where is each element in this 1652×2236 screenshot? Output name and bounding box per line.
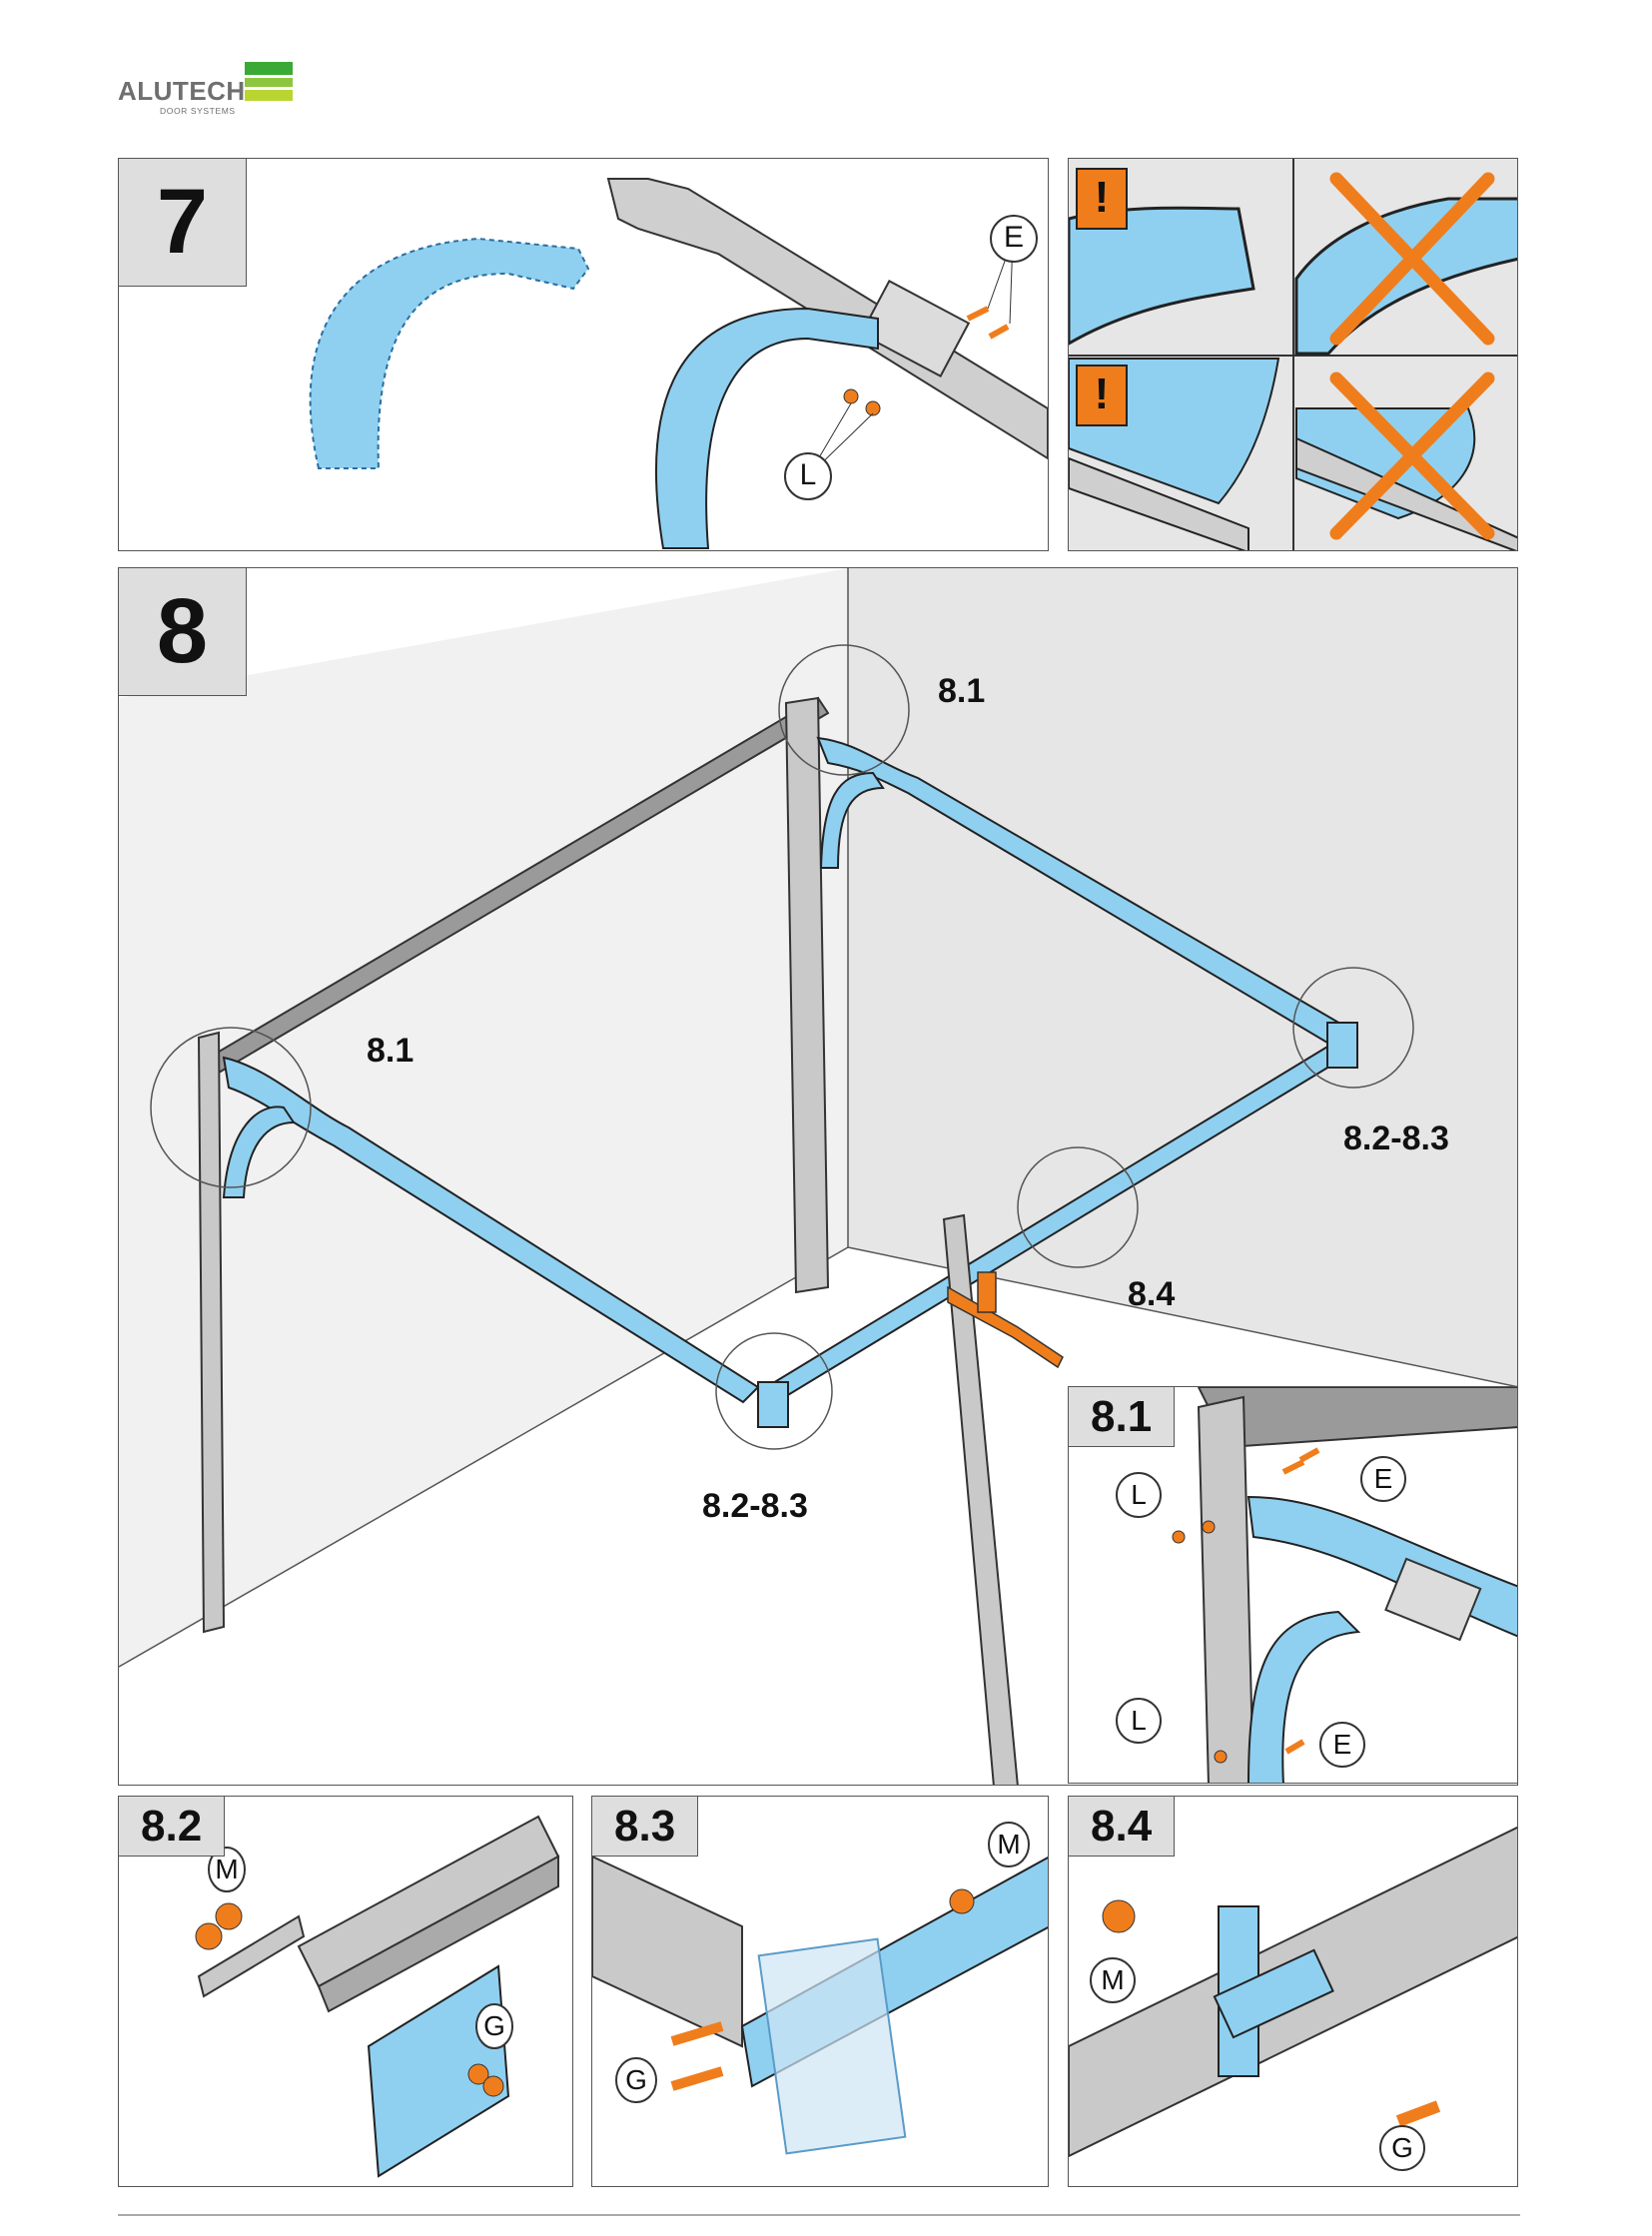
footer-divider — [118, 2214, 1520, 2216]
warning-icon: ! — [1094, 370, 1110, 418]
label-l: L — [1131, 1479, 1147, 1510]
detail-8-3-illustration — [592, 1822, 1048, 2155]
warning-grid: ! ! — [1068, 158, 1518, 551]
detail-8-4-number: 8.4 — [1069, 1797, 1176, 1857]
detail-8-2-illustration — [195, 1815, 560, 2178]
brand-stripes-icon — [245, 62, 293, 101]
step-7-illustration — [309, 178, 1048, 549]
warning-illustrations — [1069, 159, 1517, 550]
detail-8-1-number: 8.1 — [1069, 1387, 1176, 1447]
callout-8-4: 8.4 — [1128, 1275, 1176, 1313]
label-g: G — [483, 2010, 505, 2041]
callout-8-1-top: 8.1 — [938, 672, 986, 710]
step-8-number: 8 — [119, 568, 247, 696]
label-g: G — [625, 2064, 647, 2095]
brand-subtitle: DOOR SYSTEMS — [160, 106, 236, 116]
callout-8-1-left: 8.1 — [367, 1032, 414, 1070]
step-8-illustration — [119, 568, 1517, 1785]
label-l: L — [799, 458, 817, 491]
label-m: M — [215, 1854, 239, 1884]
callout-8-2-8-3-bottom: 8.2-8.3 — [702, 1487, 808, 1525]
detail-8-3-panel: 8.3 M G — [591, 1796, 1049, 2187]
brand-name: ALUTECH — [118, 76, 246, 106]
detail-8-1-panel: 8.1 E L L E — [1068, 1386, 1518, 1784]
step-7-number: 7 — [119, 159, 247, 287]
label-e: E — [1003, 221, 1024, 254]
step-7-panel: 7 E L — [118, 158, 1049, 551]
callout-8-2-8-3-right: 8.2-8.3 — [1343, 1119, 1449, 1157]
detail-8-2-number: 8.2 — [119, 1797, 226, 1857]
detail-8-4-illustration — [1069, 1826, 1517, 2171]
label-e: E — [1332, 1729, 1352, 1760]
label-m: M — [997, 1829, 1021, 1860]
warning-icon: ! — [1094, 173, 1110, 222]
label-e: E — [1373, 1463, 1393, 1494]
detail-8-2-panel: 8.2 M G — [118, 1796, 573, 2187]
detail-8-4-panel: 8.4 M G — [1068, 1796, 1518, 2187]
label-l: L — [1131, 1705, 1147, 1736]
detail-8-3-number: 8.3 — [592, 1797, 699, 1857]
label-m: M — [1101, 1964, 1125, 1995]
label-g: G — [1391, 2132, 1413, 2163]
detail-8-1-illustration — [1116, 1387, 1517, 1783]
